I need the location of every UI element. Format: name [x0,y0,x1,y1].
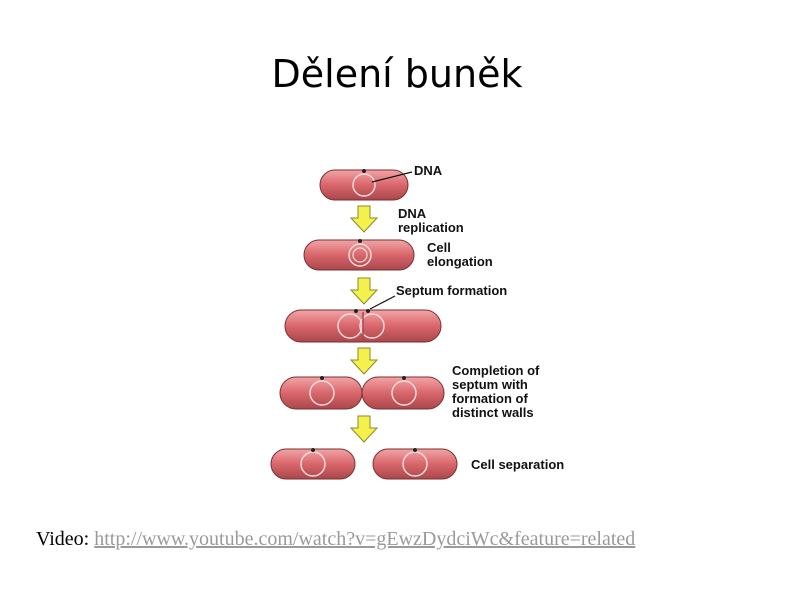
cell-stage-5 [270,448,458,480]
arrow-3 [349,347,379,375]
label-completion-3: formation of [452,391,528,406]
label-cell-elongation-1: Cell [427,240,451,255]
label-completion-1: Completion of [452,363,540,378]
cell-stage-1 [319,169,409,201]
cell-stage-3 [284,309,442,343]
arrow-4 [349,415,379,443]
video-link[interactable]: http://www.youtube.com/watch?v=gEwzDydci… [94,528,636,550]
label-dna-replication-2: replication [398,220,464,235]
cell-stage-4 [279,376,445,410]
label-completion-4: distinct walls [452,405,534,420]
label-dna-replication-1: DNA [398,206,427,221]
page-title: Dělení buněk [271,52,523,96]
label-septum-formation: Septum formation [396,283,507,298]
video-footer: Video: http://www.youtube.com/watch?v=gE… [36,528,635,551]
label-cell-elongation-2: elongation [427,254,493,269]
label-completion-2: septum with [452,377,528,392]
label-dna: DNA [414,163,443,178]
arrow-2 [349,277,379,305]
video-prefix: Video: [36,528,95,550]
dna-dot [362,169,366,173]
label-cell-separation: Cell separation [471,457,564,472]
arrow-1 [349,205,379,233]
dna-circle [352,173,376,197]
cell-stage-2 [303,239,415,271]
